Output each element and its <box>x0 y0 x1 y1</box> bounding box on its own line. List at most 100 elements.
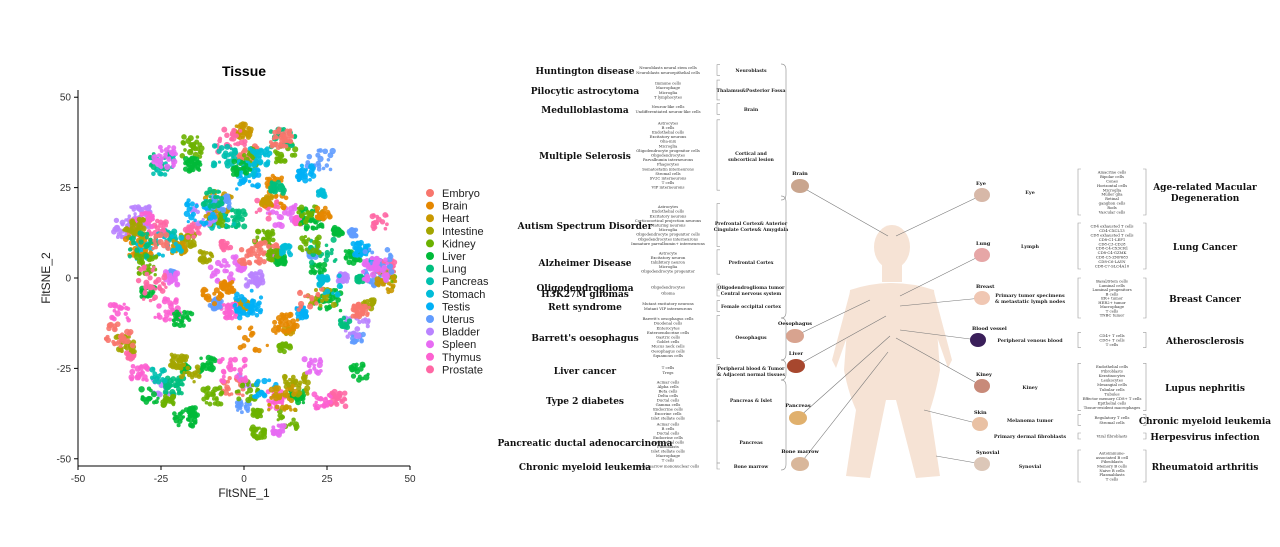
right-tissue-label: Kiney <box>1022 385 1038 391</box>
left-bracket <box>716 103 720 115</box>
right-bracket <box>1143 363 1147 411</box>
left-cell-type: Glioma <box>661 291 675 296</box>
left-cell-type: Oligodendrocyte progenitor cells <box>636 232 700 237</box>
right-cell-type: ER+ tumor <box>1101 296 1123 301</box>
tsne-point <box>266 257 270 261</box>
tsne-point <box>197 231 202 236</box>
tsne-point <box>226 307 231 312</box>
tsne-point <box>151 159 157 165</box>
tsne-point <box>155 379 162 385</box>
tsne-point <box>153 242 158 247</box>
tsne-point <box>169 389 176 396</box>
tsne-point <box>261 377 268 385</box>
right-cell-type: associated B cell <box>1096 455 1129 460</box>
tsne-point <box>251 150 257 155</box>
left-disease-label: Multiple Selerosis <box>539 152 631 162</box>
tsne-point <box>247 146 253 152</box>
tsne-point <box>203 214 208 219</box>
right-bracket <box>1143 168 1147 216</box>
legend-label: Pancreas <box>442 276 489 288</box>
left-cell-type: Oligodendrocytes <box>651 285 685 290</box>
tsne-point <box>226 274 234 281</box>
tsne-point <box>300 248 305 253</box>
tsne-point <box>197 167 202 172</box>
left-cell-type: Stromal cells <box>655 171 680 176</box>
tsne-point <box>186 219 190 224</box>
left-cell-type: Oligodendrocyte progenitor <box>641 269 695 274</box>
tsne-point <box>262 152 268 158</box>
tsne-point <box>169 277 175 283</box>
tsne-point <box>390 274 397 281</box>
tsne-point <box>225 217 231 223</box>
tsne-point <box>268 129 274 134</box>
tsne-point <box>185 159 190 164</box>
tsne-point <box>287 251 294 258</box>
tsne-point <box>202 250 206 254</box>
tsne-point <box>215 195 220 199</box>
tsne-point <box>136 221 143 228</box>
left-cell-type: Excitatory neurons <box>650 213 687 218</box>
right-tissue-label: Synovial <box>1019 464 1042 470</box>
tsne-point <box>245 408 250 413</box>
tsne-point <box>171 355 176 360</box>
tsne-point <box>263 148 268 153</box>
tsne-y-tick-label: 25 <box>60 183 72 194</box>
tsne-point <box>210 162 217 169</box>
tsne-point <box>275 221 282 228</box>
tsne-point <box>306 210 313 217</box>
tsne-point <box>171 402 176 407</box>
tsne-point <box>194 139 200 145</box>
tsne-point <box>306 237 311 241</box>
left-disease-label: H3K27M gliomas <box>541 290 629 300</box>
tsne-point <box>232 367 237 372</box>
tsne-point <box>328 167 333 172</box>
tsne-point <box>232 147 238 153</box>
tsne-point <box>225 261 229 265</box>
left-cell-type: Gamma cells <box>656 402 681 407</box>
organ-label: Synovial <box>976 450 1000 456</box>
right-disease-label: Age-related Macular <box>1152 183 1257 193</box>
tsne-point <box>267 402 271 407</box>
tsne-point <box>151 367 156 371</box>
tsne-point <box>270 327 277 334</box>
tsne-point <box>285 387 290 392</box>
tsne-point <box>383 226 388 231</box>
tsne-point <box>171 165 175 169</box>
tsne-point <box>104 336 109 341</box>
tsne-point <box>350 373 357 379</box>
tsne-point <box>293 202 298 207</box>
tsne-point <box>163 232 170 238</box>
tsne-point <box>247 167 253 172</box>
right-cell-type: CD8-C6-LAYN <box>1098 259 1126 264</box>
left-disease-label: Barrett's oesophagus <box>531 334 638 344</box>
tsne-x-tick-label: -50 <box>71 474 86 485</box>
tsne-point <box>317 271 322 275</box>
tsne-point <box>171 318 176 323</box>
tsne-point <box>327 214 332 219</box>
tsne-point <box>243 169 250 176</box>
tsne-point <box>386 256 393 263</box>
tsne-point <box>177 380 184 387</box>
tsne-point <box>176 391 181 396</box>
tsne-point <box>153 254 159 260</box>
legend-swatch <box>426 289 434 298</box>
tsne-point <box>205 360 211 366</box>
tsne-point <box>270 432 275 436</box>
tsne-point <box>201 286 208 293</box>
tsne-point <box>142 290 148 296</box>
tsne-point <box>127 214 132 218</box>
left-tissue-label: Bone marrow <box>734 464 770 470</box>
tsne-point <box>292 152 298 158</box>
tsne-point <box>157 153 162 158</box>
tsne-point <box>129 225 137 233</box>
tsne-point <box>226 204 232 210</box>
tsne-point <box>292 407 298 413</box>
tsne-point <box>284 392 291 399</box>
tsne-point <box>312 363 317 368</box>
tsne-point <box>148 237 153 242</box>
tsne-point <box>237 181 243 187</box>
left-cell-type: Astrocyte <box>658 250 678 255</box>
tsne-point <box>257 160 264 166</box>
